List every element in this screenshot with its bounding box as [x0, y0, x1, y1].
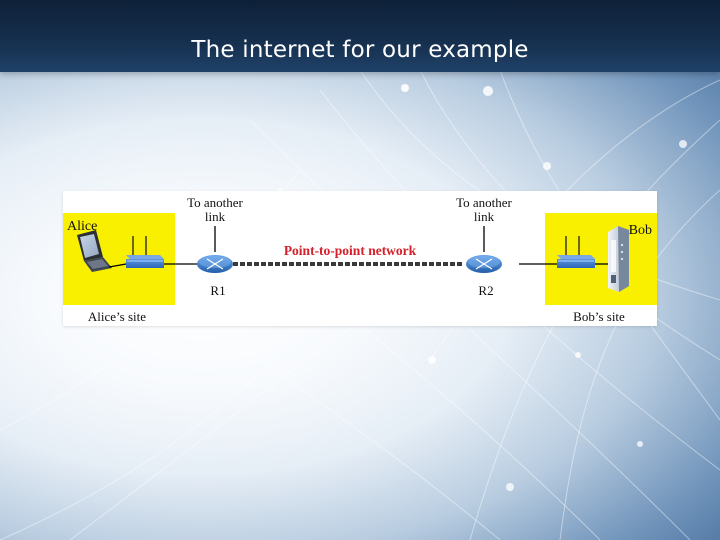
- laptop-icon: [77, 230, 112, 272]
- router-r2-label: R2: [478, 283, 493, 298]
- bob-label: Bob: [629, 223, 652, 238]
- alice-site-caption: Alice’s site: [88, 309, 146, 324]
- router-r1-label: R1: [210, 283, 225, 298]
- bob-server-icon: [608, 226, 629, 292]
- network-label: Point-to-point network: [284, 243, 417, 258]
- router-r1-icon: [197, 255, 233, 273]
- left-switch-icon: [126, 236, 164, 268]
- slide-title: The internet for our example: [191, 37, 529, 63]
- network-diagram-svg: Alice Bob: [63, 195, 657, 324]
- router-r2-icon: [466, 255, 502, 273]
- title-bar: The internet for our example: [0, 0, 720, 72]
- r2-link-label-line1: To another: [456, 195, 512, 210]
- r1-link-label-line2: link: [205, 209, 226, 224]
- network-diagram: Alice Bob: [63, 191, 657, 326]
- r2-link-label-line2: link: [474, 209, 495, 224]
- right-switch-icon: [557, 236, 595, 268]
- r1-link-label-line1: To another: [187, 195, 243, 210]
- bob-site-caption: Bob’s site: [573, 309, 625, 324]
- alice-label: Alice: [67, 219, 97, 234]
- alice-laptop-link: [108, 263, 127, 268]
